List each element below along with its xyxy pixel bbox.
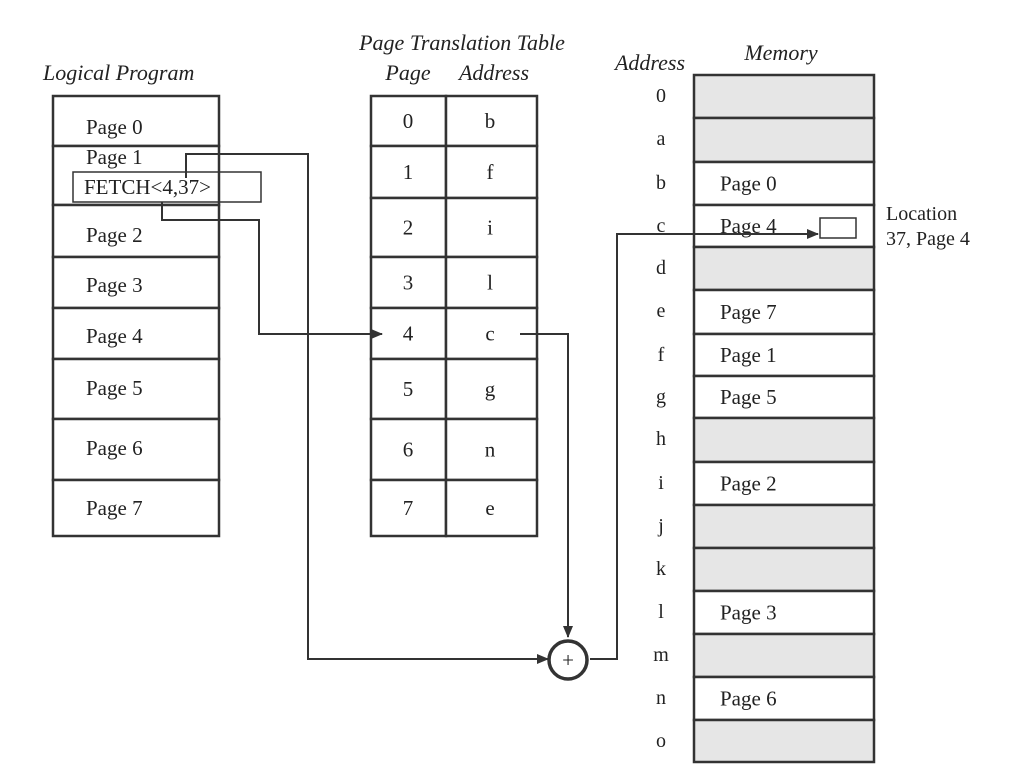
logical-page-label: Page 2 <box>86 223 143 247</box>
frame-address-arrow <box>520 333 573 638</box>
ptt-page-number: 1 <box>403 160 414 184</box>
fetch-instruction: FETCH<4,37> <box>84 175 211 199</box>
ptt-frame-address: i <box>487 216 493 240</box>
memory-address-label: j <box>657 515 664 537</box>
memory-frame <box>692 116 876 164</box>
logical-page-label: Page 3 <box>86 273 143 297</box>
physical-address-arrow <box>590 229 819 660</box>
logical-page-box <box>51 94 221 148</box>
ptt-page-cell <box>369 478 448 538</box>
ptt-page-number: 4 <box>403 322 414 346</box>
memory-frame-label: Page 6 <box>720 687 777 711</box>
ptt-title: Page Translation Table <box>358 30 565 55</box>
memory-address-label: i <box>658 472 664 494</box>
ptt-page-number: 7 <box>403 496 414 520</box>
ptt-frame-address: b <box>485 109 496 133</box>
logical-page-box <box>51 203 221 259</box>
ptt-address-header: Address <box>457 60 529 85</box>
memory-address-label: l <box>658 601 664 623</box>
memory-title: Memory <box>743 40 818 65</box>
memory-frame <box>692 203 876 249</box>
ptt-address-cell <box>444 196 539 259</box>
ptt-page-cell <box>369 144 448 200</box>
memory-frame <box>692 632 876 679</box>
ptt-frame-address: e <box>485 496 494 520</box>
ptt-frame-address: n <box>485 438 496 462</box>
memory-address-label: n <box>656 687 666 709</box>
memory-frame-label: Page 2 <box>720 472 777 496</box>
memory-address-label: f <box>658 344 665 366</box>
memory-frame-label: Page 1 <box>720 343 777 367</box>
location-label-line2: 37, Page 4 <box>886 228 970 250</box>
memory-frame <box>692 73 876 120</box>
ptt-frame-address: c <box>485 322 494 346</box>
ptt-page-cell <box>369 94 448 148</box>
memory-frame-label: Page 7 <box>720 300 777 324</box>
memory-frame <box>692 718 876 764</box>
logical-program-title: Logical Program <box>42 60 194 85</box>
logical-page-label: Page 0 <box>86 115 143 139</box>
memory-address-label: k <box>656 558 666 580</box>
memory-address-label: h <box>656 428 666 450</box>
ptt-frame-address: l <box>487 271 493 295</box>
ptt-page-number: 6 <box>403 438 414 462</box>
ptt-page-header: Page <box>384 60 430 85</box>
location-label-line1: Location <box>886 203 957 225</box>
memory-address-label: d <box>656 257 666 279</box>
logical-page-label: Page 6 <box>86 436 143 460</box>
memory-frame <box>692 416 876 464</box>
memory-address-label: c <box>657 215 666 237</box>
memory-frame-label: Page 3 <box>720 601 777 625</box>
logical-page-label: Page 5 <box>86 376 143 400</box>
memory-frame <box>692 546 876 593</box>
logical-page-box <box>51 417 221 482</box>
ptt-page-number: 5 <box>403 377 414 401</box>
page-translation-table: 0 b 1 f 2 i 3 l 4 c 5 g 6 n 7 e <box>369 94 539 538</box>
adder-symbol: + <box>562 648 574 672</box>
ptt-page-number: 0 <box>403 109 414 133</box>
ptt-address-cell <box>444 357 539 421</box>
logical-page-label: Page 4 <box>86 324 143 348</box>
ptt-frame-address: g <box>485 377 496 401</box>
memory-address-label: m <box>653 644 669 666</box>
memory-address-label: o <box>656 730 666 752</box>
logical-page-box <box>51 144 221 207</box>
logical-page-box <box>51 255 221 310</box>
ptt-address-cell <box>444 478 539 538</box>
logical-page-label: Page 7 <box>86 496 143 520</box>
memory-frame <box>692 503 876 550</box>
ptt-address-cell <box>444 144 539 200</box>
ptt-frame-address: f <box>487 160 494 184</box>
memory-address-label: e <box>657 300 666 322</box>
location-box <box>819 217 857 239</box>
memory-frame <box>692 288 876 336</box>
memory-frame-label: Page 0 <box>720 172 777 196</box>
memory-frame <box>692 245 876 292</box>
page-number-arrow <box>161 202 383 339</box>
memory-frame <box>692 374 876 420</box>
offset-arrow <box>185 153 549 664</box>
memory-frame <box>692 589 876 636</box>
memory-frame <box>692 460 876 507</box>
memory-address-label: g <box>656 386 666 408</box>
ptt-address-cell <box>444 417 539 482</box>
logical-page-label: Page 1 <box>86 145 143 169</box>
ptt-page-number: 3 <box>403 271 414 295</box>
adder-circle <box>547 639 589 681</box>
memory-address-label: a <box>657 128 666 150</box>
ptt-address-cell <box>444 255 539 310</box>
logical-page-box <box>51 478 221 538</box>
memory-address-label: b <box>656 172 666 194</box>
logical-program: Page 0 Page 1 FETCH<4,37> Page 2 Page 3 … <box>51 94 262 538</box>
memory-frame-label: Page 5 <box>720 385 777 409</box>
fetch-instruction-box <box>72 171 262 203</box>
logical-page-box <box>51 357 221 421</box>
memory-address-header: Address <box>613 50 685 75</box>
ptt-page-cell <box>369 306 448 361</box>
memory-address-label: 0 <box>656 85 666 107</box>
ptt-page-number: 2 <box>403 216 414 240</box>
